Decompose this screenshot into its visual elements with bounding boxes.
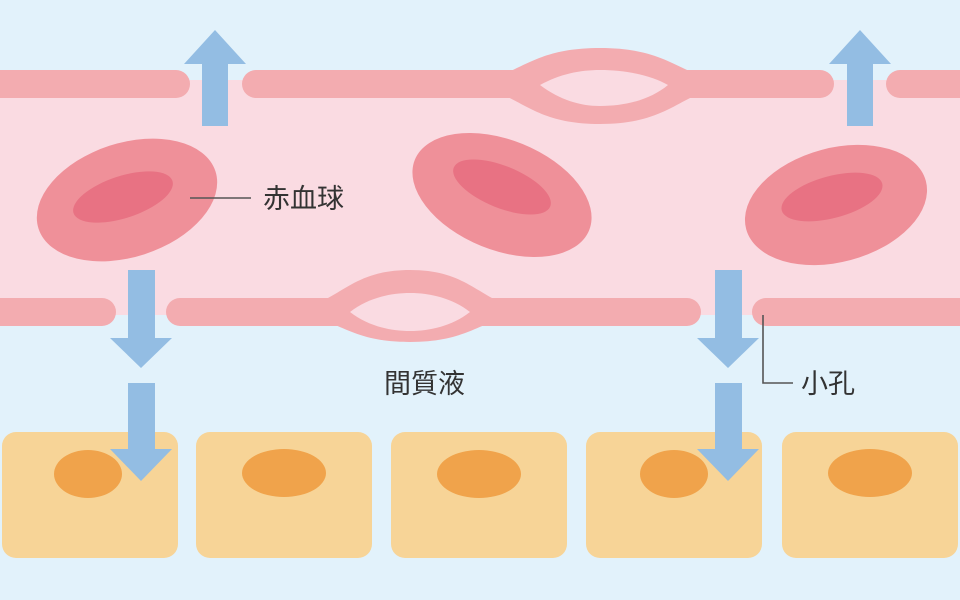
arrow-icon [184, 30, 246, 126]
red-blood-cell-2 [412, 133, 592, 257]
arrow-icon [110, 383, 172, 481]
arrow-icon [697, 270, 759, 368]
arrow-icon [829, 30, 891, 126]
tissue-cells [2, 432, 958, 558]
vessel-wall-bottom [0, 270, 960, 342]
arrow-icon [697, 383, 759, 481]
red-blood-cell-1 [36, 138, 218, 262]
pore-leader-line [762, 315, 793, 384]
tissue-cell-5 [782, 432, 958, 558]
vessel-wall-top [0, 48, 960, 124]
label-interstitial-fluid: 間質液 [384, 369, 465, 400]
arrow-icon [110, 270, 172, 368]
tissue-cell-3 [391, 432, 567, 558]
tissue-cell-2 [196, 432, 372, 558]
arrows [110, 30, 891, 481]
label-red-blood-cell: 赤血球 [263, 184, 344, 215]
red-blood-cell-3 [744, 144, 928, 266]
endothelial-nucleus-bottom [350, 293, 470, 331]
endothelial-nucleus-top [540, 70, 668, 106]
label-pore: 小孔 [801, 369, 855, 400]
